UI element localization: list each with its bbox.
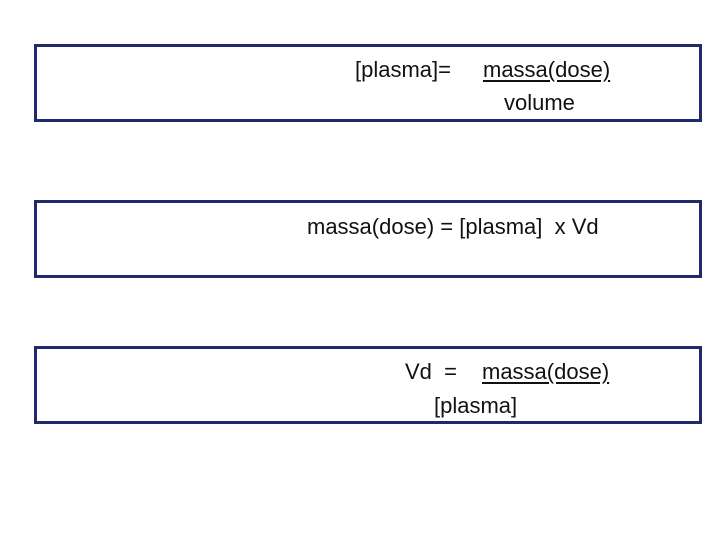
eq3-denominator: [plasma] — [434, 393, 518, 418]
eq1-left-side: [plasma]= — [355, 57, 451, 82]
equation-box-concentration: [plasma]= massa(dose) volume — [34, 44, 702, 122]
eq3-numerator: massa(dose) — [482, 359, 610, 384]
eq3-left-side: Vd = — [405, 359, 457, 384]
eq1-numerator: massa(dose) — [483, 57, 611, 82]
eq1-denominator: volume — [504, 90, 575, 115]
eq2-text: massa(dose) = [plasma] x Vd — [307, 214, 599, 239]
equation-box-mass: massa(dose) = [plasma] x Vd — [34, 200, 702, 278]
equation-box-volume-distribution: Vd = massa(dose) [plasma] — [34, 346, 702, 424]
